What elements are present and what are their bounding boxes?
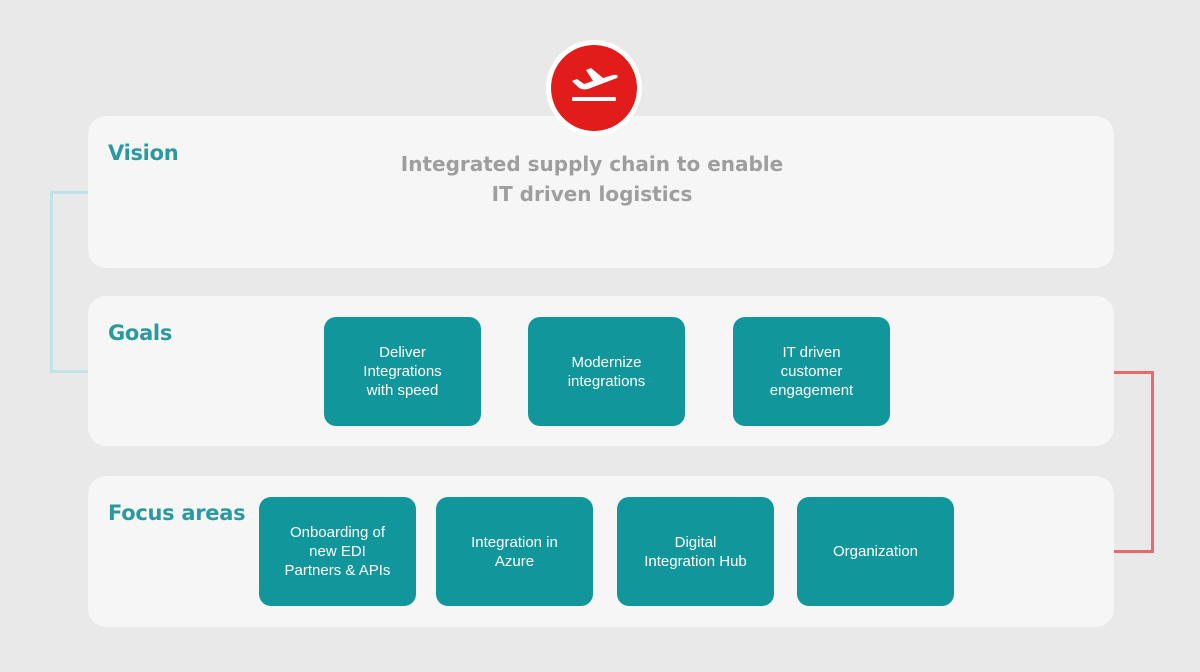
focus-box-line: Organization [832, 543, 919, 560]
focus-box-line: Digital [674, 533, 717, 551]
connector-goals-focus [1114, 371, 1154, 553]
goal-box-line: Integrations [363, 363, 442, 380]
goals-panel: Goals Deliver Integrations with speed Mo… [88, 296, 1114, 446]
focus-box-line: new EDI [309, 543, 366, 560]
focus-box-integration-azure: Integration in Azure [436, 497, 593, 606]
goal-box-line: IT driven [782, 344, 841, 361]
connector-vision-goals [50, 191, 88, 373]
goal-box-modernize-integrations: Modernize integrations [528, 317, 685, 426]
focus-areas-title: Focus areas [108, 501, 246, 525]
focus-box-line: Partners & APIs [284, 562, 391, 579]
goal-box-line: engagement [769, 382, 854, 399]
vision-title: Vision [108, 141, 179, 165]
focus-box-onboarding: Onboarding of new EDI Partners & APIs [259, 497, 416, 606]
goal-box-deliver-integrations: Deliver Integrations with speed [324, 317, 481, 426]
focus-box-line: Integration in [471, 533, 558, 551]
vision-panel: Vision Integrated supply chain to enable… [88, 116, 1114, 268]
vision-statement-line-1: Integrated supply chain to enable [400, 152, 784, 176]
focus-box-digital-hub: Digital Integration Hub [617, 497, 774, 606]
airplane-badge [546, 40, 642, 136]
focus-box-line: Onboarding of [289, 524, 386, 541]
goal-box-line: with speed [366, 382, 439, 399]
goals-title: Goals [108, 321, 173, 345]
airplane-takeoff-icon [572, 68, 618, 101]
goal-box-line: integrations [567, 372, 646, 390]
vision-statement-line-2: IT driven logistics [491, 182, 693, 206]
airplane-badge-circle [551, 45, 637, 131]
goal-box-line: Modernize [571, 353, 642, 371]
goal-box-line: Deliver [379, 344, 426, 361]
focus-box-line: Integration Hub [644, 552, 747, 570]
goal-box-line: customer [780, 363, 843, 380]
vision-statement: Integrated supply chain to enable IT dri… [388, 149, 796, 209]
focus-areas-panel: Focus areas Onboarding of new EDI Partne… [88, 476, 1114, 627]
focus-box-organization: Organization [797, 497, 954, 606]
focus-box-line: Azure [494, 552, 535, 570]
goal-box-customer-engagement: IT driven customer engagement [733, 317, 890, 426]
